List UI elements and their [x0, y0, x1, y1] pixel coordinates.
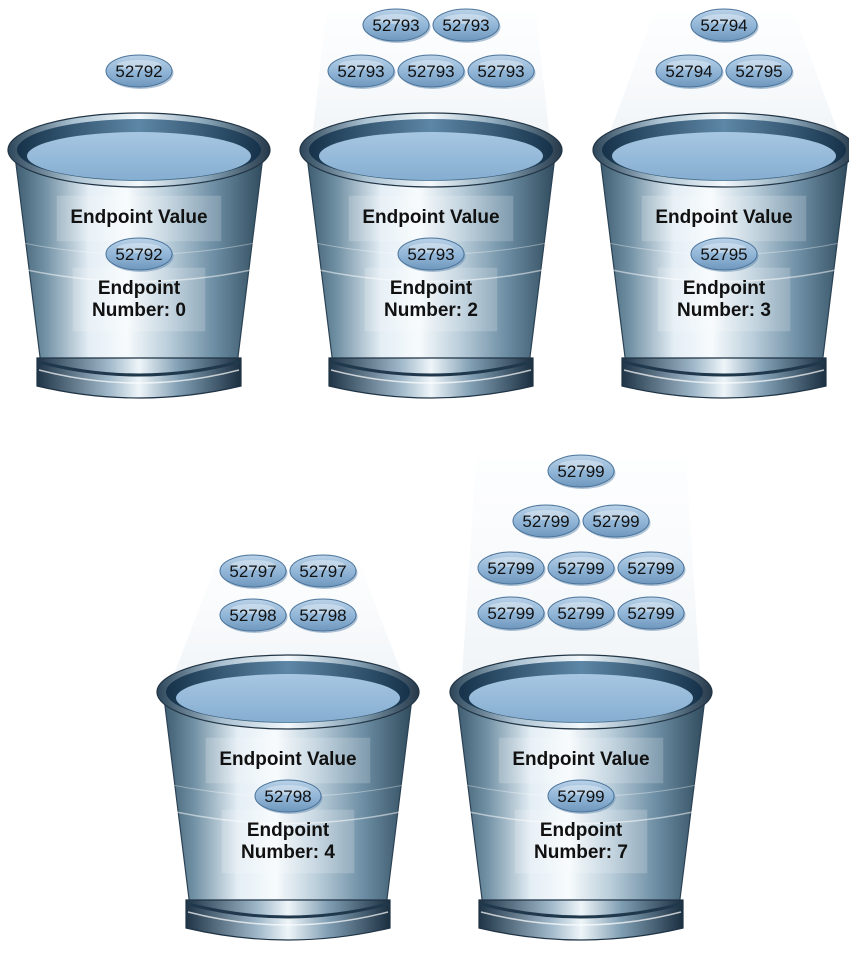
bucket-1-title: Endpoint Value — [70, 207, 207, 228]
bucket-5-value-above: 52799 — [617, 551, 686, 586]
bucket-1-value-above-label: 52792 — [115, 62, 162, 81]
bucket-4-endpoint-number: Number: 4 — [241, 842, 335, 863]
bucket-2-value-above-label: 52793 — [372, 16, 419, 35]
bucket-5-value-above-label: 52799 — [627, 559, 674, 578]
bucket-1-endpoint-value: 52792 — [105, 237, 174, 272]
bucket-2-endpoint-value: 52793 — [397, 237, 466, 272]
bucket-3-endpoint-value-label: 52795 — [700, 245, 747, 264]
bucket-2-value-above: 52793 — [362, 8, 431, 43]
bucket-4-value-above: 52798 — [289, 598, 358, 633]
bucket-3-value-above: 52794 — [655, 54, 724, 89]
bucket-5-title: Endpoint Value — [512, 749, 649, 770]
bucket-2-value-above: 52793 — [397, 54, 466, 89]
bucket-3-base — [621, 357, 827, 399]
bucket-4-value-above: 52797 — [289, 554, 358, 589]
bucket-2-endpoint-value-label: 52793 — [407, 245, 454, 264]
bucket-3-title: Endpoint Value — [655, 207, 792, 228]
bucket-3-number-label: Endpoint — [683, 278, 766, 299]
bucket-1-endpoint-value-label: 52792 — [115, 245, 162, 264]
bucket-5-endpoint-value: 52799 — [547, 779, 616, 814]
bucket-5-number-label: Endpoint — [540, 820, 623, 841]
bucket-4-value-above: 52798 — [219, 598, 288, 633]
bucket-4-value-above-label: 52797 — [299, 562, 346, 581]
bucket-5-base — [478, 899, 684, 941]
bucket-5-value-above-label: 52799 — [487, 559, 534, 578]
bucket-4-number-label: Endpoint — [247, 820, 330, 841]
bucket-2-number-label: Endpoint — [390, 278, 473, 299]
bucket-3-water — [612, 132, 836, 180]
bucket-4-endpoint-value-label: 52798 — [264, 787, 311, 806]
bucket-2-value-above: 52793 — [327, 54, 396, 89]
bucket-4-value-above: 52797 — [219, 554, 288, 589]
bucket-3-value-above: 52794 — [690, 8, 759, 43]
bucket-5-value-above-label: 52799 — [522, 512, 569, 531]
bucket-5-value-above-label: 52799 — [557, 462, 604, 481]
bucket-5-value-above: 52799 — [512, 504, 581, 539]
bucket-5-value-above: 52799 — [547, 454, 616, 489]
bucket-2-value-above-label: 52793 — [407, 62, 454, 81]
bucket-5-value-above: 52799 — [547, 551, 616, 586]
bucket-5-value-above-label: 52799 — [592, 512, 639, 531]
bucket-2-value-above: 52793 — [432, 8, 501, 43]
bucket-2-water — [319, 132, 543, 180]
bucket-5-value-above: 52799 — [477, 596, 546, 631]
bucket-3-value-above-label: 52794 — [665, 62, 712, 81]
bucket-5-value-above-label: 52799 — [487, 604, 534, 623]
bucket-2-value-above-label: 52793 — [442, 16, 489, 35]
bucket-5-water — [469, 674, 693, 722]
bucket-2-title: Endpoint Value — [362, 207, 499, 228]
bucket-3-endpoint-number: Number: 3 — [677, 300, 771, 321]
bucket-3-endpoint-value: 52795 — [690, 237, 759, 272]
bucket-2-base — [328, 357, 534, 399]
bucket-2-value-above: 52793 — [467, 54, 536, 89]
bucket-5-endpoint-number: Number: 7 — [534, 842, 628, 863]
bucket-4-value-above-label: 52798 — [299, 606, 346, 625]
bucket-1-water — [27, 132, 251, 180]
bucket-4-title: Endpoint Value — [219, 749, 356, 770]
bucket-5-value-above-label: 52799 — [627, 604, 674, 623]
bucket-5-value-above: 52799 — [547, 596, 616, 631]
bucket-4-base — [185, 899, 391, 941]
bucket-1-endpoint-number: Number: 0 — [92, 300, 186, 321]
bucket-1-number-label: Endpoint — [98, 278, 181, 299]
bucket-1-value-above: 52792 — [105, 54, 174, 89]
bucket-4-glow — [168, 559, 408, 690]
bucket-4-value-above-label: 52797 — [229, 562, 276, 581]
bucket-1-base — [36, 357, 242, 399]
bucket-3-value-above-label: 52794 — [700, 16, 747, 35]
bucket-2-endpoint-number: Number: 2 — [384, 300, 478, 321]
bucket-3-value-above: 52795 — [725, 54, 794, 89]
bucket-4-value-above-label: 52798 — [229, 606, 276, 625]
bucket-4-water — [176, 674, 400, 722]
bucket-4-endpoint-value: 52798 — [254, 779, 323, 814]
bucket-5-value-above: 52799 — [582, 504, 651, 539]
bucket-5-value-above-label: 52799 — [557, 559, 604, 578]
bucket-2-value-above-label: 52793 — [337, 62, 384, 81]
bucket-5-endpoint-value-label: 52799 — [557, 787, 604, 806]
bucket-3-glow — [604, 13, 844, 148]
bucket-5-value-above: 52799 — [617, 596, 686, 631]
bucket-3-value-above-label: 52795 — [735, 62, 782, 81]
bucket-2-value-above-label: 52793 — [477, 62, 524, 81]
bucket-5-value-above-label: 52799 — [557, 604, 604, 623]
bucket-5-value-above: 52799 — [477, 551, 546, 586]
